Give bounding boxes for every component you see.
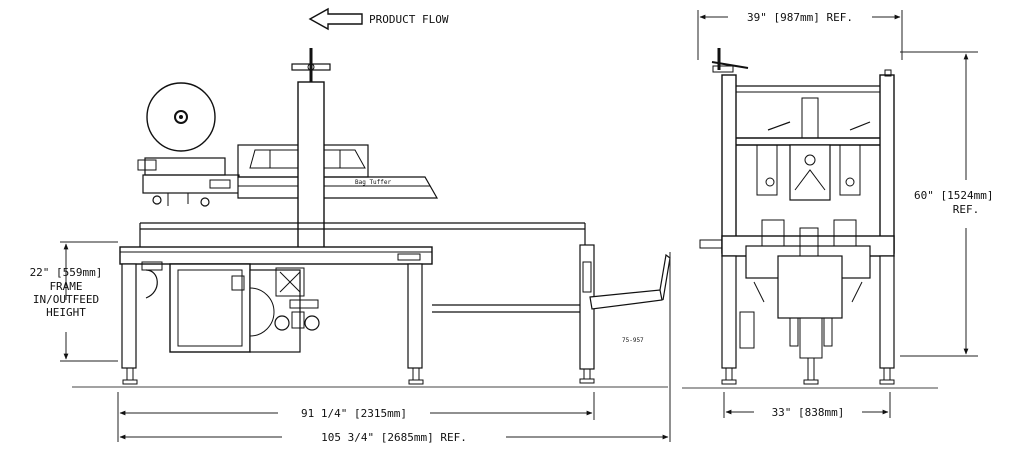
tape-roll: [146, 82, 216, 152]
length-dimension: 91 1/4" [2315mm]: [117, 392, 595, 420]
end-legs: [721, 255, 895, 385]
frame-height-line-1: 22" [559mm]: [30, 266, 103, 279]
length-label: 91 1/4" [2315mm]: [301, 407, 407, 420]
infeed-extension: [579, 244, 671, 384]
drive-enclosure: [141, 261, 320, 353]
end-base-width-label: 33" [838mm]: [772, 406, 845, 419]
end-upper-head: [736, 97, 880, 201]
machine-frame: [119, 222, 586, 385]
end-base-width-dimension: 33" [838mm]: [723, 392, 891, 419]
flow-label: PRODUCT FLOW: [369, 13, 449, 26]
end-width-top-dimension: 39" [987mm] REF.: [697, 10, 903, 60]
overall-length-dimension: 105 3/4" [2685mm] REF.: [117, 252, 671, 444]
frame-height-line-4: HEIGHT: [46, 306, 86, 319]
label-plate: Bag Tuffer: [355, 179, 392, 186]
flow-arrow-icon: [308, 7, 363, 31]
frame-height-line-2: FRAME: [49, 280, 82, 293]
frame-height-line-3: IN/OUTFEED: [33, 293, 99, 306]
end-height-line-1: 60" [1524mm]: [914, 189, 993, 202]
frame-height-dimension: 22" [559mm] FRAME IN/OUTFEED HEIGHT: [30, 241, 118, 362]
end-view: 39" [987mm] REF. 60" [1524mm] REF. 33" […: [682, 10, 993, 419]
drawing-number: 75-957: [622, 337, 644, 344]
height-column: [291, 48, 331, 253]
end-width-top-label: 39" [987mm] REF.: [747, 11, 853, 24]
end-height-dimension: 60" [1524mm] REF.: [900, 51, 993, 357]
end-lower-head: [699, 219, 895, 359]
end-uprights: [711, 48, 895, 254]
end-height-line-2: REF.: [953, 203, 980, 216]
side-view: Bag Tuffer: [30, 48, 671, 444]
upper-head-assembly: Bag Tuffer: [137, 144, 439, 207]
product-flow-indicator: PRODUCT FLOW: [308, 7, 449, 31]
overall-length-label: 105 3/4" [2685mm] REF.: [321, 431, 467, 444]
